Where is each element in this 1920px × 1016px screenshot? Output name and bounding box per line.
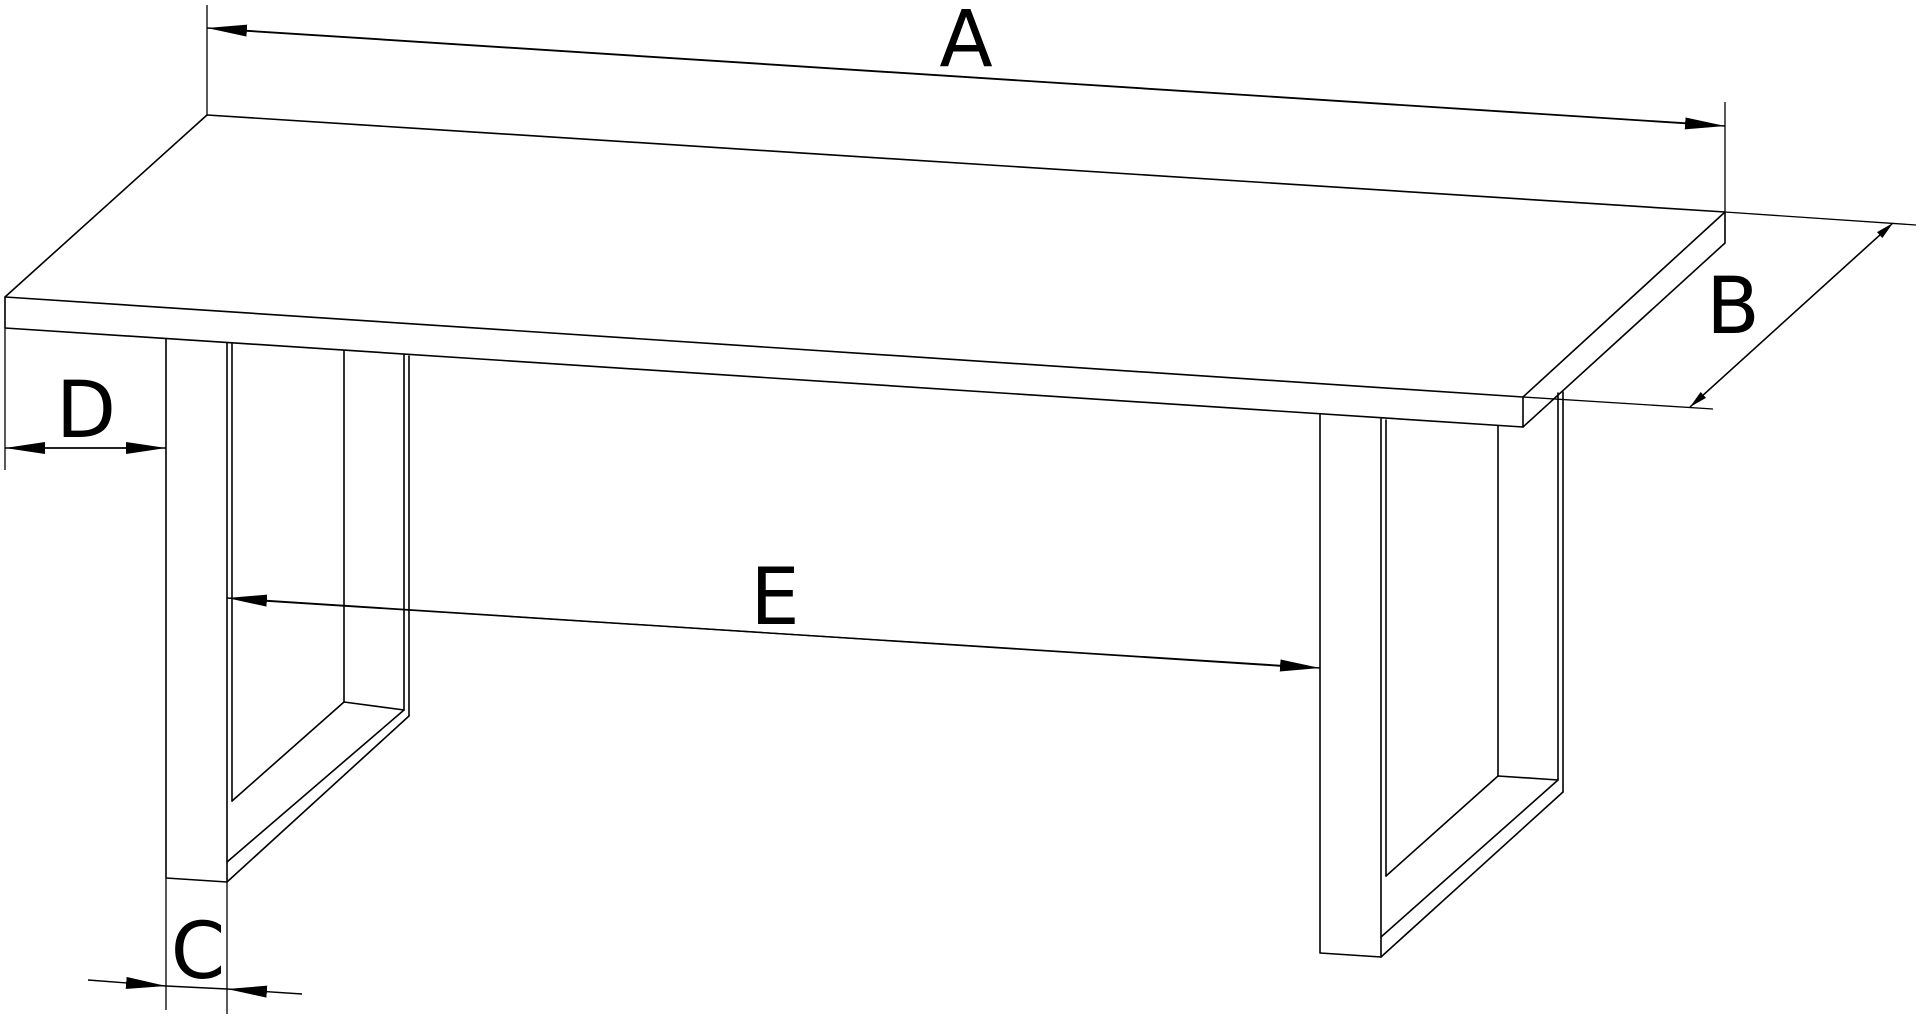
dimension-a-label: A: [939, 0, 992, 85]
dimension-d: D: [4, 328, 166, 470]
dimension-b-extension-top: [1724, 211, 1917, 226]
dimension-e: E: [226, 553, 1321, 672]
left-leg-bottom-rail: [226, 701, 410, 883]
table-top-surface: [4, 114, 1726, 398]
dimension-c-line: [165, 985, 228, 990]
dimension-a: A: [206, 0, 1726, 212]
left-leg-front-face: [165, 338, 228, 883]
left-leg: [165, 338, 410, 883]
dimension-c-arrow-right: [226, 985, 303, 998]
dimension-b: B: [1522, 211, 1917, 410]
dimension-b-line-reverse: [1689, 234, 1881, 408]
right-leg-bottom-rail: [1380, 775, 1564, 958]
dimension-a-line-reverse: [206, 24, 1701, 125]
table-top-front-edge: [4, 296, 1524, 428]
right-leg: [1319, 391, 1564, 958]
dimension-b-extension-bottom: [1522, 396, 1714, 410]
dimension-c: C: [87, 878, 303, 1014]
right-leg-front-face: [1319, 414, 1382, 958]
dimension-b-label: B: [1706, 262, 1760, 352]
table-top: [4, 114, 1726, 428]
dimension-c-label: C: [171, 907, 225, 997]
dimension-e-line-reverse: [226, 594, 1281, 667]
dimension-d-label: D: [56, 366, 116, 456]
table-top-side-edge: [1522, 211, 1726, 428]
dimension-e-label: E: [750, 553, 799, 643]
left-leg-rear-post: [343, 350, 410, 717]
right-leg-rear-post: [1497, 391, 1564, 793]
dimension-c-arrow-left: [87, 976, 167, 989]
